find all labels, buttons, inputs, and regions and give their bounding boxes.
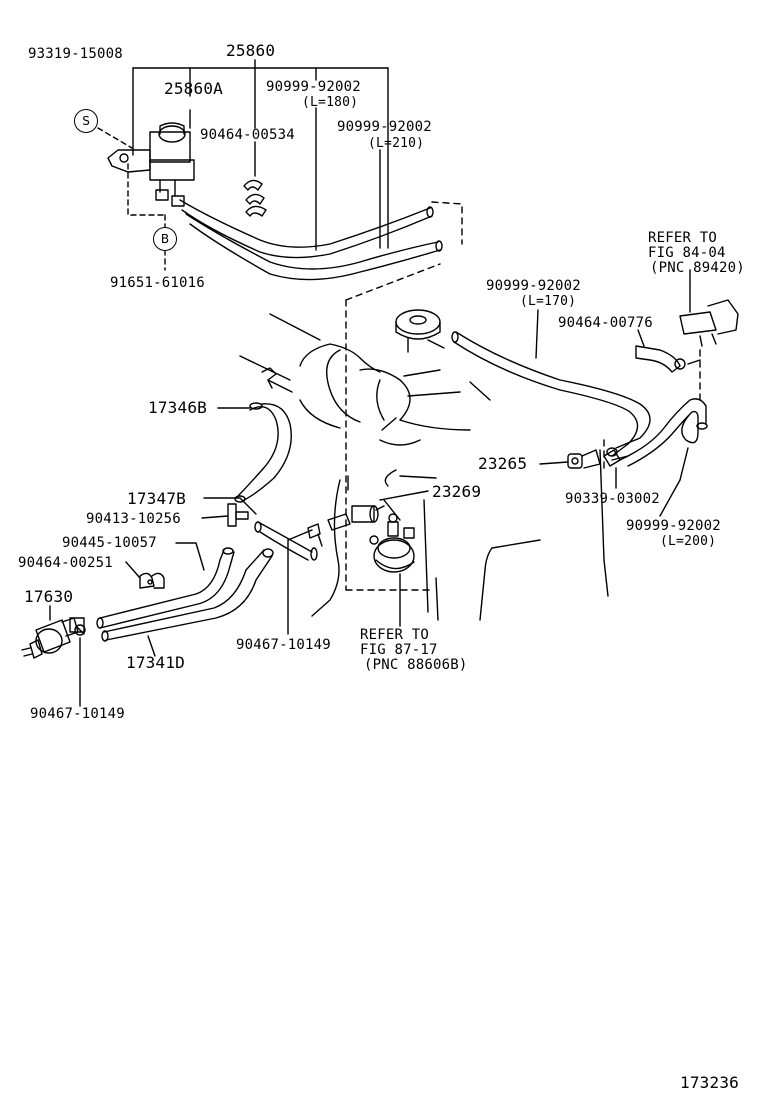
label-90999-92002-l170: 90999-92002 — [486, 278, 581, 294]
hose-170 — [451, 331, 651, 457]
symbol-s-circle: S — [74, 109, 98, 133]
clamp-left — [74, 624, 86, 636]
label-23269: 23269 — [432, 482, 482, 501]
symbol-leaders — [97, 127, 166, 271]
hose-200 — [619, 398, 708, 467]
clip-90464-00251 — [139, 572, 165, 589]
hose-17346b — [234, 402, 292, 503]
hook-bracket — [261, 367, 293, 393]
label-90464-00534: 90464-00534 — [200, 127, 295, 143]
label-17630: 17630 — [24, 587, 74, 606]
bracket-25860 — [132, 59, 389, 251]
label-25860a: 25860A — [164, 79, 223, 98]
label-90467-10149-mid: 90467-10149 — [236, 637, 331, 653]
vsv-25860a — [107, 122, 195, 207]
fitting-90339 — [603, 449, 629, 467]
label-17347b: 17347B — [127, 489, 186, 508]
label-90999-92002-l200: 90999-92002 — [626, 518, 721, 534]
hose-17347b — [254, 521, 318, 561]
label-23265: 23265 — [478, 454, 528, 473]
label-90467-10149-bottom: 90467-10149 — [30, 706, 125, 722]
label-refer-84-line2: FIG 84-04 — [648, 245, 726, 261]
label-90464-00251: 90464-00251 — [18, 555, 113, 571]
label-90339-03002: 90339-03002 — [565, 491, 660, 507]
label-refer-87-line2: FIG 87-17 — [360, 642, 438, 658]
label-90413-10256: 90413-10256 — [86, 511, 181, 527]
label-90999-92002-l180: 90999-92002 — [266, 79, 361, 95]
label-90445-10057: 90445-10057 — [62, 535, 157, 551]
actuator — [369, 513, 415, 573]
tee-90413-10256 — [227, 503, 249, 527]
label-25860: 25860 — [226, 41, 276, 60]
label-refer-87-line1: REFER TO — [360, 627, 430, 643]
clamp-middle — [307, 523, 323, 547]
label-90464-00776: 90464-00776 — [558, 315, 653, 331]
label-17341d: 17341D — [126, 653, 185, 672]
label-90999-92002-l210: 90999-92002 — [337, 119, 432, 135]
engine-outline — [239, 313, 609, 621]
label-refer-84-line3: (PNC 89420) — [650, 260, 745, 276]
diagram-number: 173236 — [680, 1073, 739, 1092]
label-refer-84-line1: REFER TO — [648, 230, 718, 246]
fitting-23265 — [567, 449, 601, 469]
hoses-17341d — [96, 547, 274, 642]
label-refer-87-line3: (PNC 88606B) — [364, 657, 468, 673]
label-length-170: (L=170) — [520, 294, 577, 309]
symbol-b-circle: B — [153, 227, 177, 251]
hose-180-210 — [179, 199, 443, 281]
clip-90464-00776 — [635, 345, 701, 373]
label-length-210: (L=210) — [368, 136, 425, 151]
vacuum-tank — [395, 309, 445, 353]
label-91651-61016: 91651-61016 — [110, 275, 205, 291]
leader-lines — [49, 269, 691, 707]
valve-23269 — [327, 505, 385, 531]
label-length-180: (L=180) — [302, 95, 359, 110]
clip-90464-00534 — [243, 179, 267, 217]
label-17346b: 17346B — [148, 398, 207, 417]
vsv-89420 — [679, 283, 739, 347]
sensor-17630 — [21, 617, 85, 659]
label-93319-15008: 93319-15008 — [28, 46, 123, 62]
label-length-200: (L=200) — [660, 534, 717, 549]
